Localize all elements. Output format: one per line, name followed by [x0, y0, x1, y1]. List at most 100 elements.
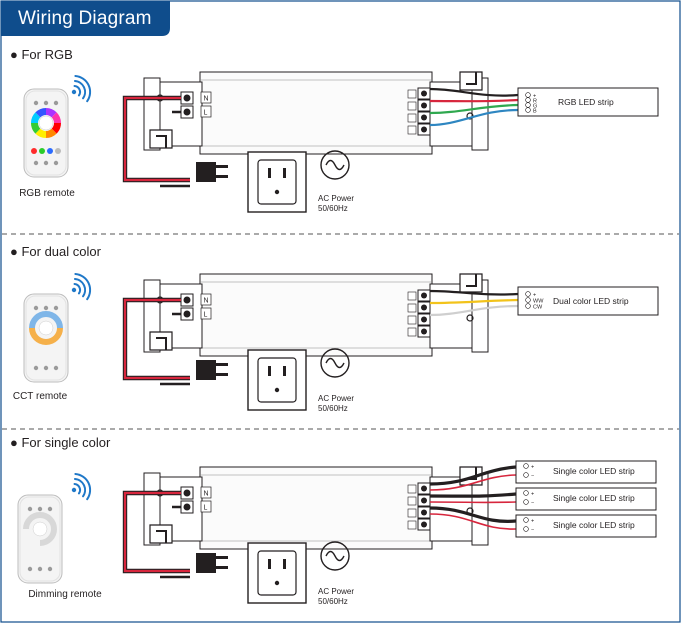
ac-freq-text-1: 50/60Hz — [318, 204, 348, 213]
top-button — [43, 100, 49, 106]
color-wheel-segment — [51, 112, 61, 123]
strip-label-rgb: RGB LED strip — [558, 97, 614, 107]
output-mark-box — [407, 113, 417, 123]
outlet-slot — [283, 366, 286, 376]
ac-power-text-3: AC Power — [318, 587, 355, 596]
power-plug-icon — [196, 162, 216, 182]
section-single-color: NL+−+−+− — [17, 460, 657, 604]
cct-arc-warm — [29, 327, 63, 345]
terminal-mark-l: L — [204, 312, 208, 319]
output-wires — [429, 87, 519, 127]
top-button — [33, 305, 39, 311]
wifi-dot — [71, 287, 77, 293]
dim-arc — [23, 512, 57, 546]
controller-body — [199, 466, 433, 550]
strip-pin-label: − — [531, 501, 534, 507]
wifi-arc — [73, 85, 82, 97]
output-mark-box — [407, 508, 417, 518]
wheel-center — [38, 115, 54, 131]
cct-remote-icon — [23, 293, 69, 383]
bottom-button — [33, 365, 39, 371]
strip-pin — [525, 297, 531, 303]
terminal-mark-box — [200, 500, 212, 513]
color-button — [31, 148, 37, 154]
bottom-button — [53, 160, 59, 166]
terminal-screw — [421, 304, 427, 311]
strip-pin — [523, 490, 529, 496]
section-label-dual-text: For dual color — [21, 244, 101, 259]
mount-slot-left — [156, 337, 167, 350]
sine-wave — [325, 159, 345, 171]
strip-pin — [525, 303, 531, 309]
top-button — [37, 506, 43, 512]
mount-ear-left — [149, 331, 173, 351]
outlet-ground — [274, 189, 280, 195]
wifi-signal-icon — [71, 473, 92, 501]
strip-pin-label: WW — [533, 299, 544, 305]
wifi-arc — [73, 478, 87, 498]
output-mark-box — [407, 484, 417, 494]
color-wheel-segment — [31, 123, 41, 134]
remote-bezel — [25, 295, 67, 381]
terminal-screw — [421, 521, 427, 528]
strip-pin — [523, 463, 529, 469]
strip-pin — [525, 92, 531, 98]
wifi-dot — [71, 487, 77, 493]
header-tab — [1, 1, 170, 36]
ac-freq-text-2: 50/60Hz — [318, 404, 348, 413]
plug-prong — [216, 566, 228, 569]
ac-symbol-icon — [320, 541, 350, 571]
terminal-screw — [421, 102, 427, 109]
controller-body — [199, 71, 433, 155]
terminal-screw — [183, 94, 191, 102]
ac-freq-text-3: 50/60Hz — [318, 597, 348, 606]
terminal-screw — [421, 126, 427, 133]
output-mark-box — [407, 101, 417, 111]
output-wire — [429, 298, 519, 305]
wifi-arc — [74, 273, 92, 301]
output-wire — [429, 103, 519, 115]
ac-power-text-1: AC Power — [318, 194, 355, 203]
rgb-led-strip — [517, 87, 659, 117]
terminal-screw — [183, 489, 191, 497]
single-color-led-strip-1 — [515, 460, 657, 484]
sine-wave — [325, 550, 345, 562]
section-label-single: ● For single color — [10, 435, 111, 450]
page-title: Wiring Diagram — [18, 8, 152, 29]
wifi-arc — [73, 283, 82, 295]
wifi-signal-icon — [71, 273, 92, 301]
plug-prong — [216, 165, 228, 168]
mount-ear-left — [149, 524, 173, 544]
plug-prong — [216, 556, 228, 559]
bottom-button — [53, 365, 59, 371]
terminal-mark-l: L — [204, 505, 208, 512]
terminal-mark-n: N — [204, 491, 209, 498]
outlet-face — [257, 159, 297, 205]
section-label-rgb-text: For RGB — [21, 47, 73, 62]
top-button — [33, 100, 39, 106]
wheel-center — [38, 320, 54, 336]
controller-unit: NL — [143, 71, 489, 155]
output-wire — [429, 289, 519, 296]
input-wires — [122, 490, 190, 579]
color-wheel-segment — [31, 112, 41, 123]
output-wire — [429, 108, 519, 127]
plug-prong — [216, 175, 228, 178]
terminal-screw — [421, 90, 427, 97]
output-wires — [429, 289, 519, 317]
strip-pin-label: − — [531, 528, 534, 534]
terminal-mark-n: N — [204, 96, 209, 103]
wifi-arc — [74, 75, 92, 103]
controller-body — [199, 273, 433, 357]
bottom-button — [43, 365, 49, 371]
outlet-ground — [274, 580, 280, 586]
terminal-mark-l: L — [204, 110, 208, 117]
bottom-button — [27, 566, 33, 572]
bottom-button — [47, 566, 53, 572]
strip-label-single-3: Single color LED strip — [553, 520, 635, 530]
remote-bezel — [25, 90, 67, 176]
